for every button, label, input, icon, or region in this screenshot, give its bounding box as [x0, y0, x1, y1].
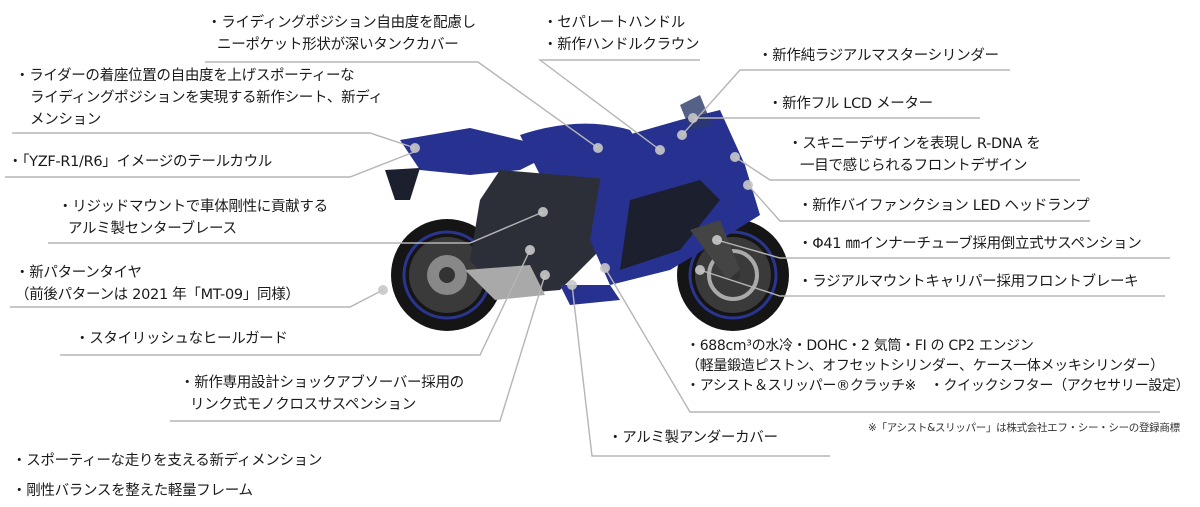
callout-line: アルミ製センターブレース: [68, 221, 237, 237]
callout-line: ・ライダーの着座位置の自由度を上げスポーティーな: [15, 68, 355, 84]
callout-line: 一目で感じられるフロントデザイン: [800, 158, 1028, 174]
callout-front-suspension: ・Φ41 ㎜インナーチューブ採用倒立式サスペンション: [798, 236, 1142, 252]
callout-headlamp: ・新作バイファンクション LED ヘッドランプ: [798, 198, 1090, 214]
callout-center-brace: ・リジッドマウントで車体剛性に貢献する アルミ製センターブレース: [58, 196, 328, 240]
callout-line: ・688cm³の水冷・DOHC・2 気筒・FI の CP2 エンジン: [686, 338, 1034, 354]
callout-front-brake: ・ラジアルマウントキャリパー採用フロントブレーキ: [798, 274, 1139, 290]
callout-line: ・新作ハンドルクラウン: [543, 37, 700, 53]
callout-line: メンション: [30, 112, 101, 128]
callout-engine: ・688cm³の水冷・DOHC・2 気筒・FI の CP2 エンジン （軽量鍛造…: [686, 336, 1190, 396]
callout-line: ・リジッドマウントで車体剛性に貢献する: [58, 199, 328, 215]
callout-line: ・新パターンタイヤ: [15, 265, 142, 281]
callout-dots: [378, 113, 753, 295]
callout-rear-suspension: ・新作専用設計ショックアブソーバー採用の リンク式モノクロスサスペンション: [180, 372, 464, 416]
callout-line: リンク式モノクロスサスペンション: [190, 397, 416, 413]
callout-seat: ・ライダーの着座位置の自由度を上げスポーティーな ライディングポジションを実現す…: [15, 65, 383, 131]
callout-line: ・セパレートハンドル: [543, 15, 685, 31]
callout-tail-cowl: ・「YZF-R1/R6」イメージのテールカウル: [8, 154, 272, 170]
callout-front-design: ・スキニーデザインを表現し R-DNA を 一目で感じられるフロントデザイン: [788, 133, 1041, 177]
callout-line: ライディングポジションを実現する新作シート、新ディ: [30, 90, 383, 106]
callout-tire: ・新パターンタイヤ （前後パターンは 2021 年「MT-09」同様）: [15, 262, 300, 306]
callout-under-cover: ・アルミ製アンダーカバー: [608, 430, 778, 446]
callout-heel-guard: ・スタイリッシュなヒールガード: [75, 331, 288, 347]
callout-tank-cover: ・ライディングポジション自由度を配慮し ニーポケット形状が深いタンクカバー: [207, 12, 476, 56]
callout-handle: ・セパレートハンドル ・新作ハンドルクラウン: [543, 12, 700, 56]
callout-line: ニーポケット形状が深いタンクカバー: [217, 37, 459, 53]
callout-master-cylinder: ・新作純ラジアルマスターシリンダー: [758, 48, 999, 64]
callout-line: （軽量鍛造ピストン、オフセットシリンダー、ケース一体メッキシリンダー）: [686, 358, 1164, 374]
callout-line: ・スキニーデザインを表現し R-DNA を: [788, 136, 1041, 152]
callout-line: ・新作専用設計ショックアブソーバー採用の: [180, 375, 464, 391]
callout-lcd-meter: ・新作フル LCD メーター: [768, 96, 933, 112]
callout-line: ・ライディングポジション自由度を配慮し: [207, 15, 476, 31]
callout-line: （前後パターンは 2021 年「MT-09」同様）: [15, 287, 300, 303]
leader-lines: [5, 59, 1170, 457]
callout-line: ・アシスト＆スリッパー®クラッチ※ ・クイックシフター（アクセサリー設定）: [686, 378, 1190, 394]
callout-dimension: ・スポーティーな走りを支える新ディメンション: [12, 453, 323, 469]
callout-frame: ・剛性バランスを整えた軽量フレーム: [12, 483, 253, 499]
trademark-footnote: ※「アシスト&スリッパー」は株式会社エフ・シー・シーの登録商標: [868, 422, 1180, 434]
